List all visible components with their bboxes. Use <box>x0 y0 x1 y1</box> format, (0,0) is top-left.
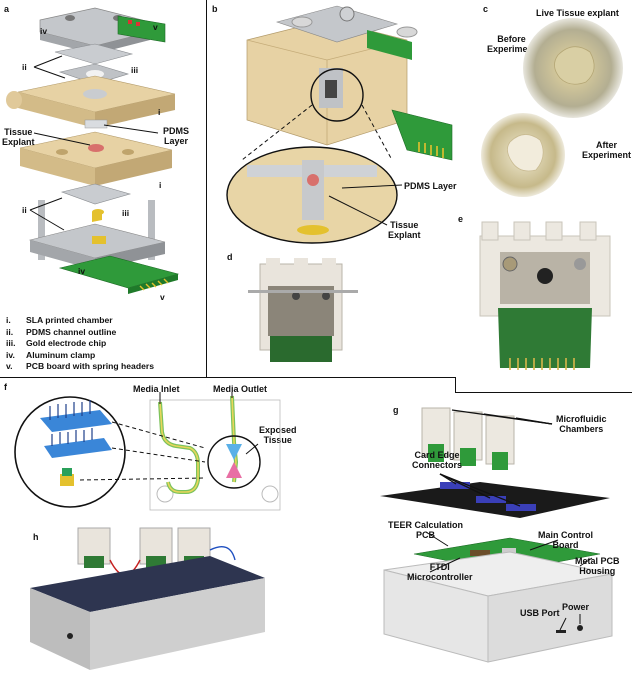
panel-label-e: e <box>458 214 464 224</box>
label-main-control-board: Main Control Board <box>538 530 593 550</box>
label-tissue-explant-b: Tissue Explant <box>388 220 421 240</box>
panel-label-c: c <box>483 4 489 14</box>
label-microfluidic-chambers: Microfluidic Chambers <box>556 414 607 434</box>
clamp-rod-left <box>38 200 45 260</box>
legend-item: iv.Aluminum clamp <box>6 349 96 360</box>
panel-label-a: a <box>4 4 10 14</box>
label-card-edge-connectors: Card Edge Connectors <box>412 450 463 470</box>
system-exploded-view <box>380 407 613 663</box>
callout-tissue-explant: Tissue Explant <box>2 127 35 147</box>
label-exposed-tissue: Exposed Tissue <box>259 425 297 445</box>
callout-i-top: i <box>158 107 161 117</box>
label-media-inlet: Media Inlet <box>133 384 180 394</box>
microfluidic-chamber-group <box>421 407 515 470</box>
divider-horizontal-right <box>455 392 632 393</box>
callout-pdms-layer: PDMS Layer <box>163 126 190 146</box>
clamp-rod-right <box>148 200 155 260</box>
callout-iii-top: iii <box>131 65 139 75</box>
label-metal-pcb-housing: Metal PCB Housing <box>575 556 620 576</box>
label-pdms-layer-b: PDMS Layer <box>404 181 457 191</box>
legend-item: i.SLA printed chamber <box>6 315 113 325</box>
label-ftdi-microcontroller: FTDI Microcontroller <box>407 562 473 582</box>
panel-label-b: b <box>212 4 218 14</box>
mid-pdms-plate <box>84 119 108 129</box>
callout-v-top: v <box>153 22 158 32</box>
label-usb-port: USB Port <box>520 608 560 618</box>
callout-ii-top: ii <box>22 62 27 72</box>
divider-vertical <box>206 0 207 378</box>
panel-label-g: g <box>393 405 399 415</box>
panel-label-d: d <box>227 252 233 262</box>
callout-iii-bottom: iii <box>122 208 130 218</box>
label-media-outlet: Media Outlet <box>213 384 268 394</box>
exploded-chamber-illustration <box>6 7 180 294</box>
callout-v-bottom: v <box>160 292 165 302</box>
chamber-photo-front <box>479 221 611 370</box>
callout-iv-bottom: iv <box>78 266 86 276</box>
component-legend: i.SLA printed chamber ii.PDMS channel ou… <box>6 315 154 373</box>
label-before-experiment: Before Experiment <box>487 34 537 54</box>
assembled-chamber-cutaway <box>226 5 453 244</box>
label-teer-pcb: TEER Calculation PCB <box>388 520 464 540</box>
callout-ii-bottom: ii <box>22 205 27 215</box>
label-power: Power <box>562 602 590 612</box>
divider-step <box>455 377 456 393</box>
panel-label-h: h <box>33 532 39 542</box>
system-photo <box>30 527 265 670</box>
legend-item: iii.Gold electrode chip <box>6 338 107 348</box>
lower-resin-chamber <box>19 131 173 186</box>
top-resin-chamber <box>6 75 176 128</box>
microfluidic-channel-schematic <box>14 392 281 511</box>
callout-i-mid: i <box>159 180 162 190</box>
bottom-pcb-board <box>58 255 180 294</box>
divider-horizontal-left <box>0 377 455 378</box>
top-pdms-layer <box>54 43 134 65</box>
panel-label-f: f <box>4 382 7 392</box>
legend-item: v.PCB board with spring headers <box>6 361 154 371</box>
tissue-photos <box>481 18 623 197</box>
label-after-experiment: After Experiment <box>582 140 632 160</box>
top-pcb-board <box>117 15 166 43</box>
label-live-tissue-explant: Live Tissue explant <box>536 8 619 18</box>
callout-iv-top: iv <box>40 26 48 36</box>
chamber-photo-side <box>248 258 358 362</box>
legend-item: ii.PDMS channel outline <box>6 326 117 337</box>
bottom-pdms-layer <box>60 183 132 205</box>
